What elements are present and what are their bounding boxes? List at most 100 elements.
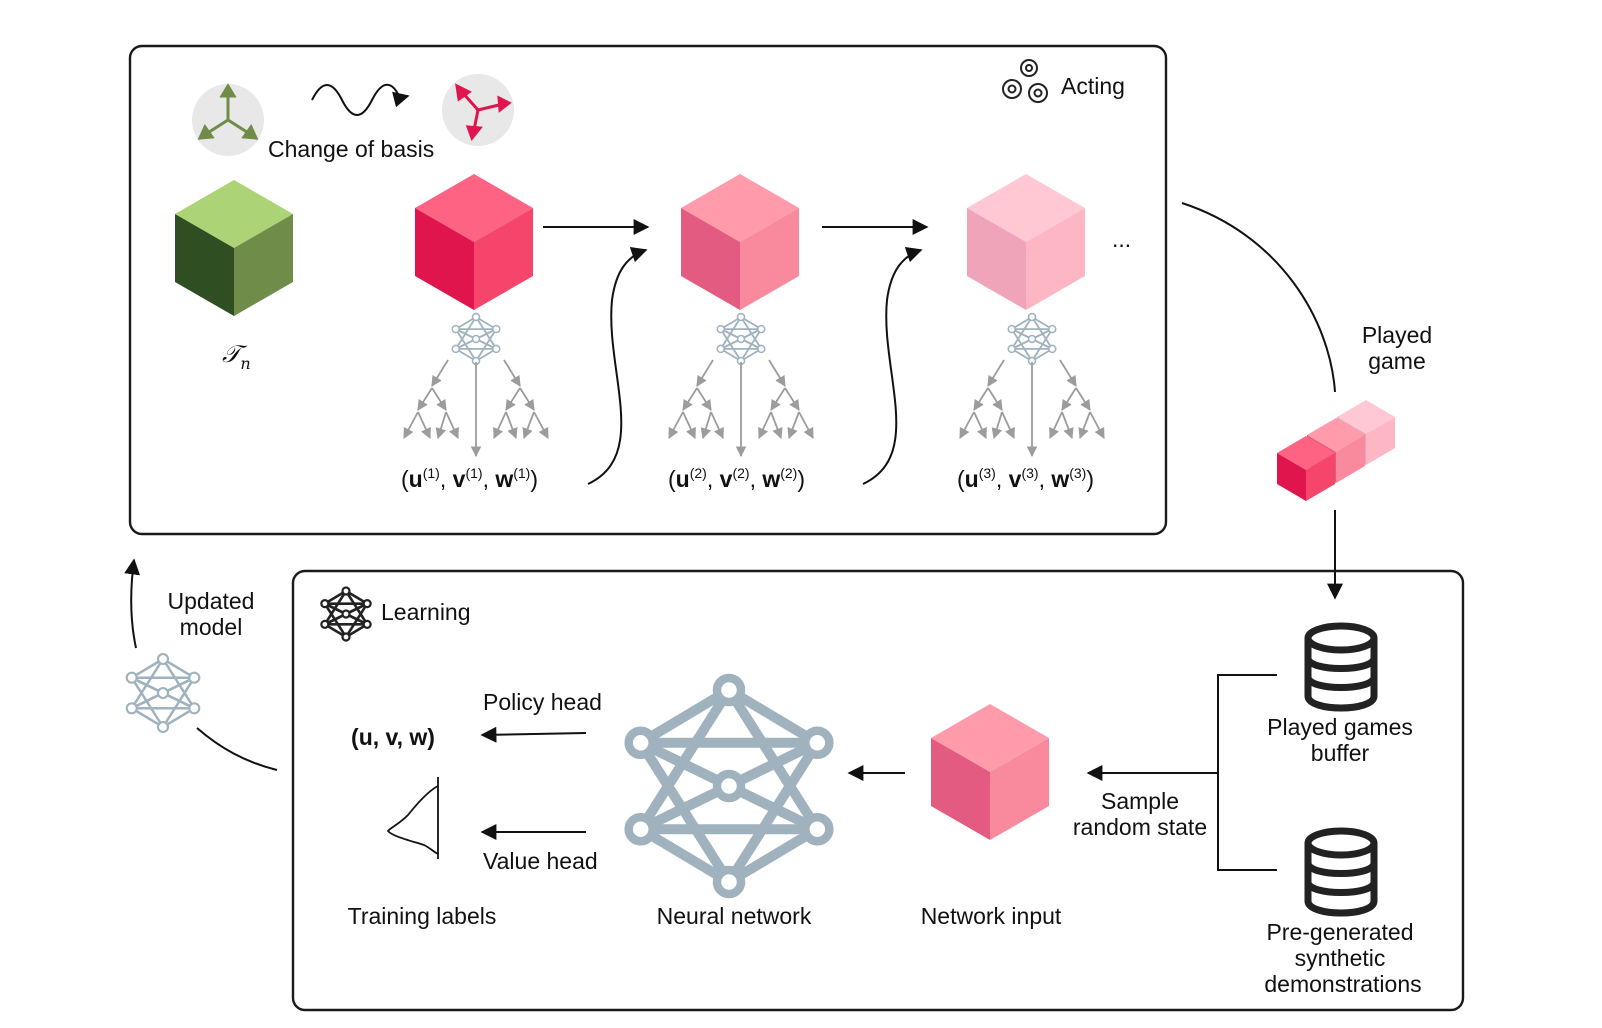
network-icon-step-2 (716, 312, 766, 366)
basis-arrows-pink-icon (455, 83, 512, 142)
action-label-2: (u(2), v(2), w(2)) (668, 465, 805, 492)
policy-head-label: Policy head (483, 689, 602, 715)
tree-edge (533, 411, 549, 439)
network-icon-step-3 (1007, 312, 1057, 366)
updated-model-network-icon (125, 652, 201, 734)
change-of-basis-arrow (311, 83, 410, 116)
network-node (491, 324, 501, 334)
search-tree-step-1 (403, 359, 549, 458)
tree-edge (770, 411, 783, 440)
network-node (736, 334, 746, 344)
buffer-label-line1: Played games (1267, 714, 1413, 740)
network-edge (726, 824, 820, 887)
tree-edge (503, 359, 521, 387)
tree-edge (784, 387, 800, 411)
network-edge (636, 740, 734, 885)
policy-output: (u, v, w) (351, 724, 435, 750)
tree-edge (431, 359, 449, 387)
tensor-label: 𝒯n (222, 340, 251, 373)
tree-edge (668, 411, 684, 439)
tree-edge (991, 411, 1003, 440)
state-cube-2 (681, 174, 799, 310)
network-icon-step-1 (451, 312, 501, 366)
network-node (736, 312, 746, 322)
tree-edge (431, 387, 447, 411)
tree-edge (768, 359, 786, 387)
updated-model-label-line1: Updated (168, 588, 255, 614)
network-edge (161, 677, 196, 728)
tree-edge (1059, 359, 1077, 387)
training-labels-caption: Training labels (348, 903, 497, 929)
network-edge (131, 707, 164, 729)
tree-edge (522, 411, 535, 440)
synthetic-label-line2: synthetic (1295, 945, 1386, 971)
network-node (756, 344, 766, 354)
network-edge (131, 657, 164, 679)
tree-edge (1001, 411, 1015, 439)
updated-model-arrow (124, 558, 141, 649)
learning-panel (291, 569, 1465, 1012)
value-distribution-icon (386, 777, 439, 859)
network-node (756, 324, 766, 334)
played-game-curve (1181, 202, 1336, 393)
network-edge (1031, 328, 1053, 362)
network-node (716, 324, 726, 334)
network-edge (323, 602, 348, 638)
network-node (125, 671, 138, 684)
network-edge (475, 328, 497, 362)
network-node (801, 812, 834, 846)
neural-network-icon (624, 673, 834, 899)
tree-edge (710, 411, 724, 439)
tree-edge (787, 411, 800, 440)
played-game-label-line2: game (1368, 348, 1426, 374)
played-game-cubes (1277, 400, 1395, 501)
network-node (712, 865, 746, 899)
tree-edge (493, 411, 507, 439)
network-input-cube (931, 704, 1049, 840)
network-edge (720, 328, 742, 362)
sample-bracket (1217, 674, 1277, 871)
tree-edge (403, 411, 419, 439)
network-node (156, 720, 170, 734)
tree-edge (1061, 411, 1074, 440)
action-feedback-arrow-1 (587, 246, 648, 485)
tree-edge (1049, 411, 1063, 439)
network-edge (130, 677, 165, 728)
acting-title: Acting (1061, 73, 1125, 99)
ellipsis: ... (1112, 226, 1131, 252)
network-node (451, 344, 461, 354)
network-edge (726, 685, 820, 748)
tree-edge (505, 387, 521, 411)
tree-edge (700, 411, 712, 440)
tree-edge (770, 387, 786, 411)
neural-network-caption: Neural network (657, 903, 812, 929)
tree-edge (682, 387, 698, 411)
tree-edge (682, 411, 696, 439)
value-head-label: Value head (483, 848, 598, 874)
policy-head-arrow (480, 726, 587, 743)
updated-model-label-line2: model (180, 614, 243, 640)
played-games-buffer-database-icon (1304, 622, 1378, 712)
tree-edge (1089, 411, 1105, 439)
network-edge (1011, 316, 1033, 350)
learning-title: Learning (381, 599, 471, 625)
network-node (716, 344, 726, 354)
network-node (188, 702, 201, 715)
tree-edge (1075, 387, 1091, 411)
tree-edge (505, 411, 518, 440)
network-node (125, 702, 138, 715)
network-edge (161, 658, 196, 709)
tree-edge (987, 387, 1003, 411)
network-node (1007, 324, 1017, 334)
buffer-label-line2: buffer (1311, 740, 1370, 766)
network-node (1027, 312, 1037, 322)
network-node (341, 609, 351, 619)
network-icon-learning (320, 586, 372, 642)
network-edge (455, 316, 477, 350)
tree-edge (417, 387, 433, 411)
network-node (471, 312, 481, 322)
network-node (1027, 334, 1037, 344)
state-cube-1 (415, 174, 533, 310)
sample-label-line2: random state (1073, 814, 1207, 840)
